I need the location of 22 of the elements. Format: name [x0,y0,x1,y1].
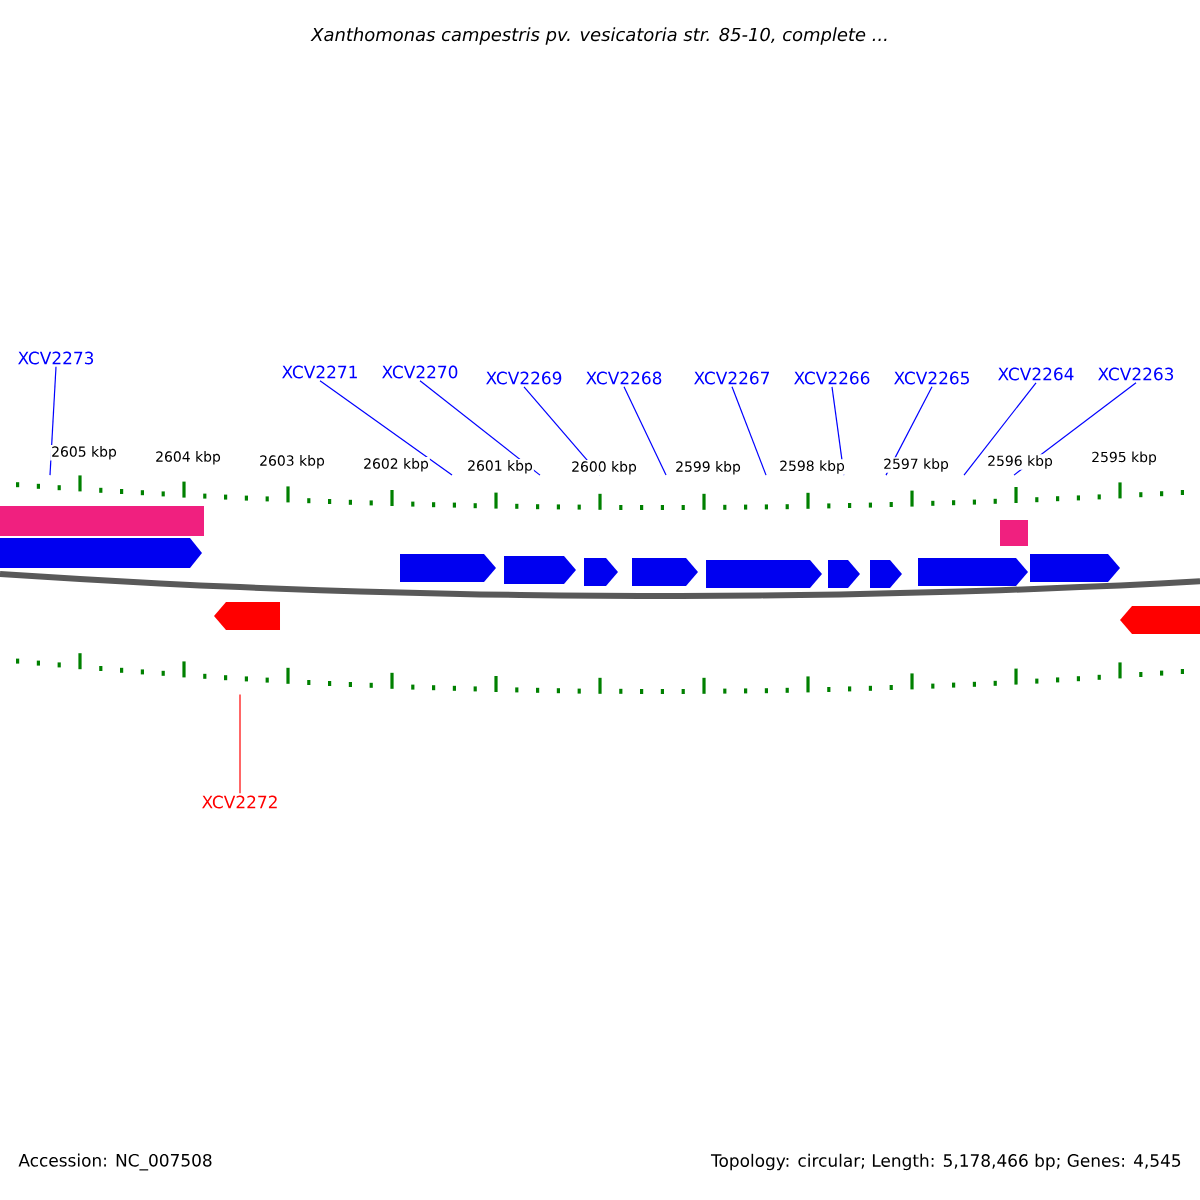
gene-label: XCV2269 [486,371,562,385]
scale-ruler [16,653,1184,694]
leader-line [623,386,667,476]
gene-label: XCV2265 [894,371,969,385]
gene-label: XCV2273 [18,351,94,365]
title: Xanthomonas campestris pv. vesicatoria str. 85-10, complete ... [310,27,887,45]
footer-text: Accession: NC_007508 [18,1153,212,1171]
leader-line [319,380,453,476]
gene-label: XCV2267 [694,371,769,385]
gene-label: XCV2270 [382,365,458,379]
gene-label: XCV2271 [282,365,357,379]
leader-line [239,693,241,794]
leader-line [731,386,767,476]
footer-text: Topology: circular; Length: 5,178,466 bp; Genes: 4,545 [710,1153,1181,1171]
gene-label: XCV2268 [586,371,662,385]
gene-label: XCV2272 [202,795,277,809]
gene-label: XCV2266 [794,371,870,385]
gene-label: XCV2263 [1098,367,1174,381]
leader-line [963,382,1037,476]
scale-ruler [16,475,1184,510]
gene-label: XCV2264 [998,367,1074,381]
leader-line [419,380,541,476]
